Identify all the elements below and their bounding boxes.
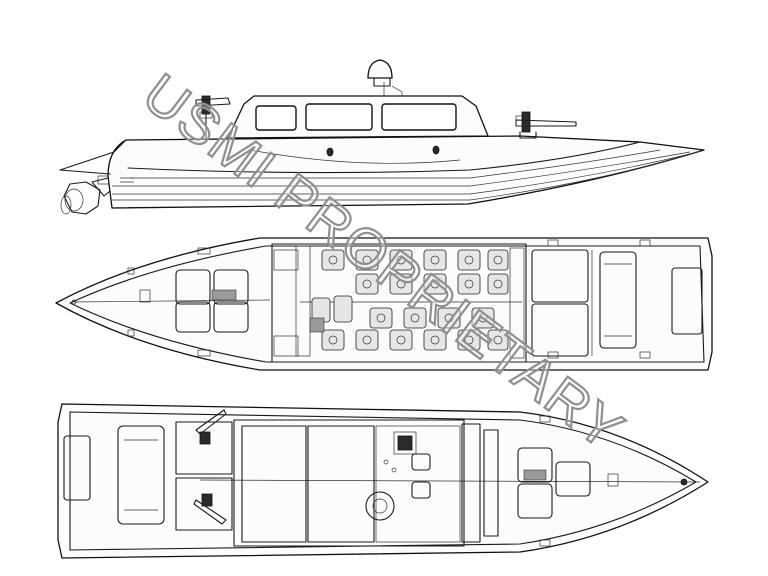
roof-hatch-square <box>397 435 413 451</box>
side-profile-view <box>59 59 705 215</box>
cabin-roof <box>233 419 465 547</box>
roof-gun-port <box>195 409 227 445</box>
crew-compartment <box>271 243 527 363</box>
seat-rows <box>309 249 509 351</box>
outboard-drive <box>60 175 117 215</box>
engine-hatch <box>599 251 637 349</box>
bow-gun-mount <box>515 111 577 139</box>
roof-gun-starboard <box>193 493 227 525</box>
aft-hatch-2 <box>531 303 589 357</box>
transom-box <box>671 267 703 335</box>
rear-gun-mount <box>195 95 231 139</box>
deck-hull-outline <box>55 237 713 371</box>
roof-radome-mount <box>365 491 395 521</box>
roof-transom-box <box>63 435 91 501</box>
gun-station-starboard <box>175 477 233 531</box>
top-roof-plan-view <box>57 403 709 559</box>
gun-station-port <box>175 421 233 475</box>
bow-cleat <box>680 478 688 486</box>
side-window-3 <box>381 103 457 131</box>
roof-engine-hatch <box>117 425 165 525</box>
side-window-1 <box>255 105 297 131</box>
forward-hatch <box>175 269 211 305</box>
side-window-2 <box>305 103 373 131</box>
fitting <box>432 145 440 155</box>
fitting <box>326 147 334 157</box>
aft-hatch-1 <box>531 249 589 303</box>
top-deck-plan-view <box>55 237 713 371</box>
bow-hatch <box>517 447 553 483</box>
radome <box>367 59 403 96</box>
